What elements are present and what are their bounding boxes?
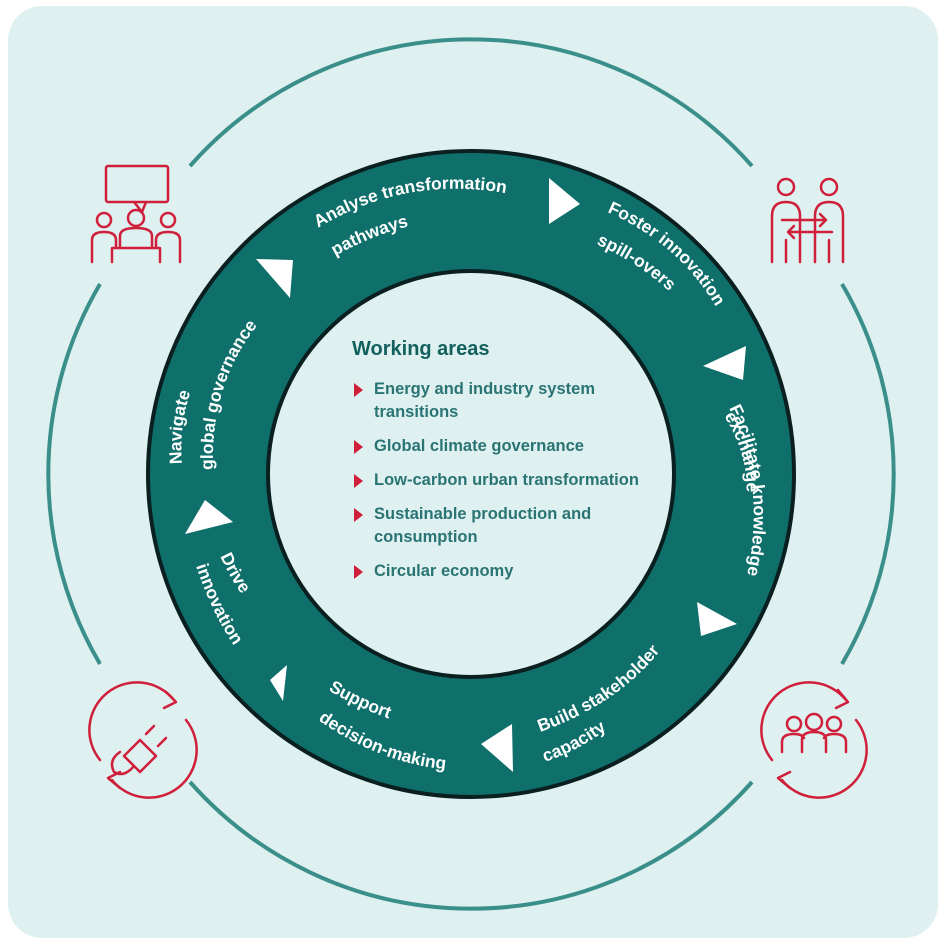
- exchange-icon: [770, 177, 845, 264]
- people-cycle-icon: [760, 681, 868, 799]
- center-circle: [266, 269, 676, 679]
- energy-plug-cycle-icon: [88, 681, 198, 799]
- list-item: Sustainable production and consumption: [350, 503, 680, 549]
- arrow-3: [697, 602, 737, 636]
- outer-arc-left: [46, 282, 102, 666]
- list-item: Energy and industry system transitions: [350, 378, 680, 424]
- arrow-6: [185, 500, 233, 534]
- outer-circle: [46, 37, 896, 911]
- list-item-text: Global climate governance: [374, 437, 584, 455]
- list-item: Global climate governance: [350, 435, 680, 458]
- working-areas-list: Energy and industry system transitions G…: [350, 378, 680, 583]
- list-item-text: Low-carbon urban transformation: [374, 471, 639, 489]
- list-item: Low-carbon urban transformation: [350, 469, 680, 492]
- list-item-text: Energy and industry system transitions: [374, 380, 595, 421]
- bullet-triangle-icon: [354, 440, 363, 454]
- arrow-4: [481, 724, 513, 772]
- arrow-7: [256, 259, 293, 298]
- arrow-5: [270, 665, 287, 701]
- arrow-2: [703, 346, 746, 380]
- outer-arc-right: [840, 282, 896, 666]
- working-areas-panel: Working areas Energy and industry system…: [350, 338, 680, 594]
- bullet-triangle-icon: [354, 508, 363, 522]
- list-item-text: Sustainable production and consumption: [374, 505, 592, 546]
- arrow-1: [549, 178, 580, 224]
- outer-arc-top: [188, 37, 754, 168]
- list-item: Circular economy: [350, 560, 680, 583]
- list-item-text: Circular economy: [374, 562, 514, 580]
- outer-arc-bottom: [188, 780, 754, 911]
- working-areas-title: Working areas: [352, 338, 490, 360]
- cycle-arrows: [185, 178, 746, 772]
- bullet-triangle-icon: [354, 383, 363, 397]
- bullet-triangle-icon: [354, 474, 363, 488]
- bullet-triangle-icon: [354, 565, 363, 579]
- meeting-icon: [90, 164, 182, 264]
